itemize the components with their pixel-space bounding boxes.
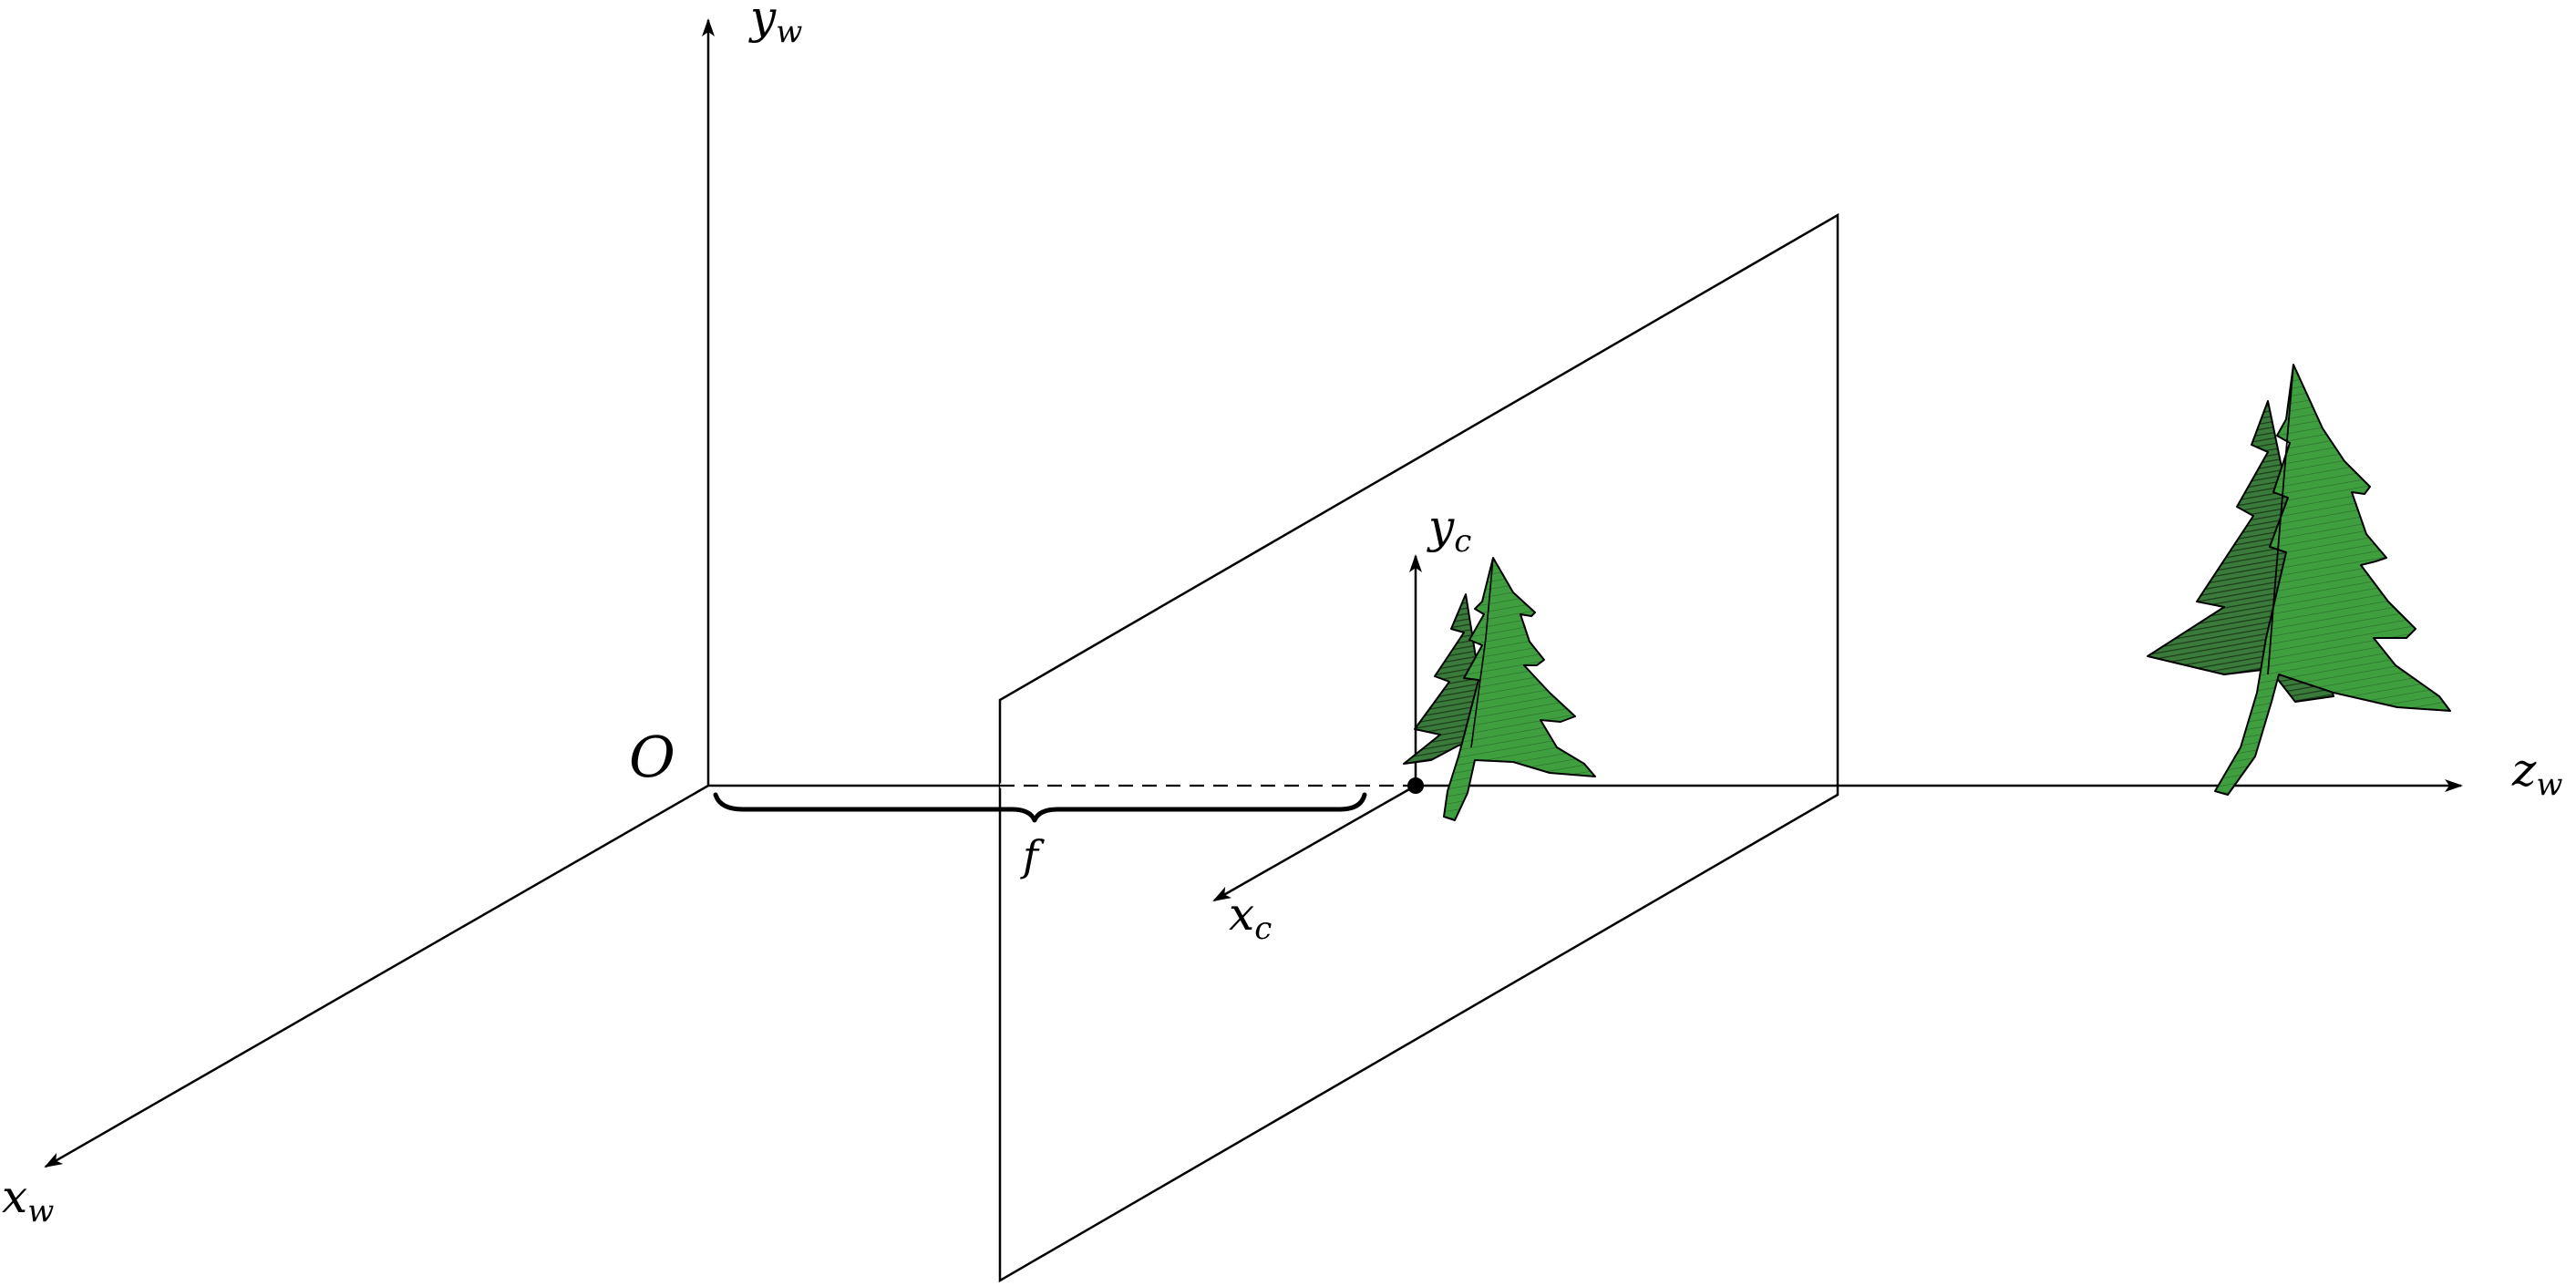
large-tree-icon <box>2147 364 2451 796</box>
xc-axis <box>1212 784 1417 902</box>
xc-label: xc <box>1229 888 1272 947</box>
origin-label: O <box>629 724 675 790</box>
zw-label: zw <box>2511 744 2562 803</box>
focal-brace <box>713 792 1367 823</box>
yw-label: yw <box>748 0 802 50</box>
principal-point <box>1407 777 1424 794</box>
xw-axis <box>44 784 709 1168</box>
small-tree-icon <box>1403 557 1596 821</box>
image-plane <box>998 212 1839 1283</box>
xw-label: xw <box>2 1170 54 1229</box>
focal-length-label: f <box>1020 831 1045 880</box>
yc-label: yc <box>1427 500 1471 560</box>
